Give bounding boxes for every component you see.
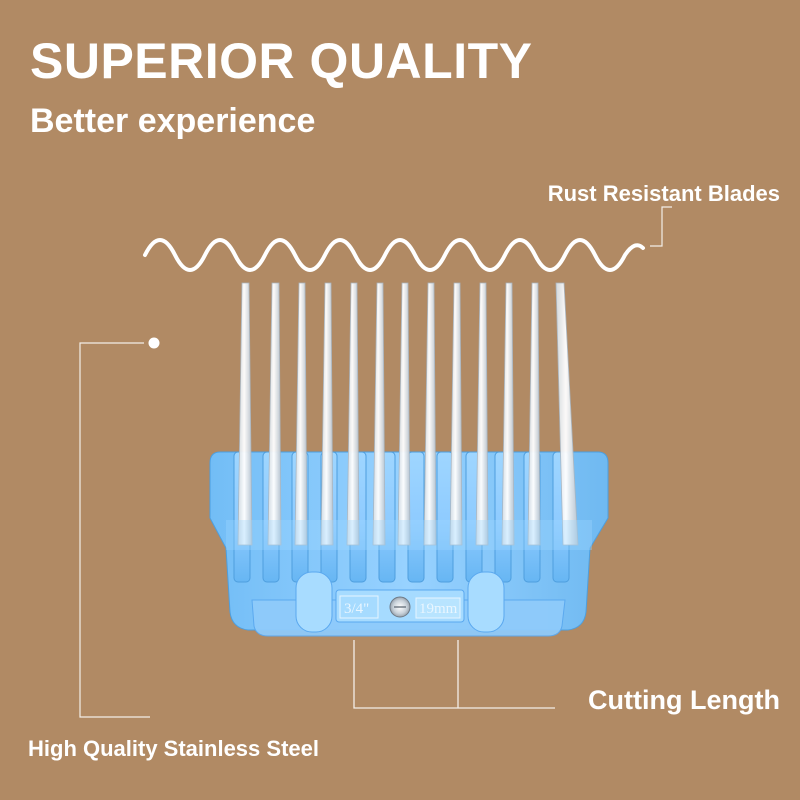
callout-stainless-steel: High Quality Stainless Steel <box>28 736 319 761</box>
guard-post-left <box>295 571 333 633</box>
callout-rust-resistant-blades: Rust Resistant Blades <box>547 181 780 206</box>
callout-cutting-length: Cutting Length <box>588 685 780 715</box>
headline: SUPERIOR QUALITY <box>30 33 533 89</box>
size-label-inch: 3/4" <box>344 601 369 617</box>
size-badge-inch <box>339 595 379 619</box>
cutting-callout-lines <box>353 640 555 709</box>
guard-teeth <box>237 282 579 546</box>
size-badge-mm <box>415 597 461 619</box>
rust-callout-line <box>650 206 672 247</box>
subheadline: Better experience <box>30 102 316 140</box>
size-label-mm: 19mm <box>419 601 458 617</box>
stainless-callout-line <box>79 342 150 718</box>
guard-post-right <box>467 571 505 633</box>
stainless-callout-dot <box>148 337 160 349</box>
rust-resistant-wave <box>143 238 645 272</box>
